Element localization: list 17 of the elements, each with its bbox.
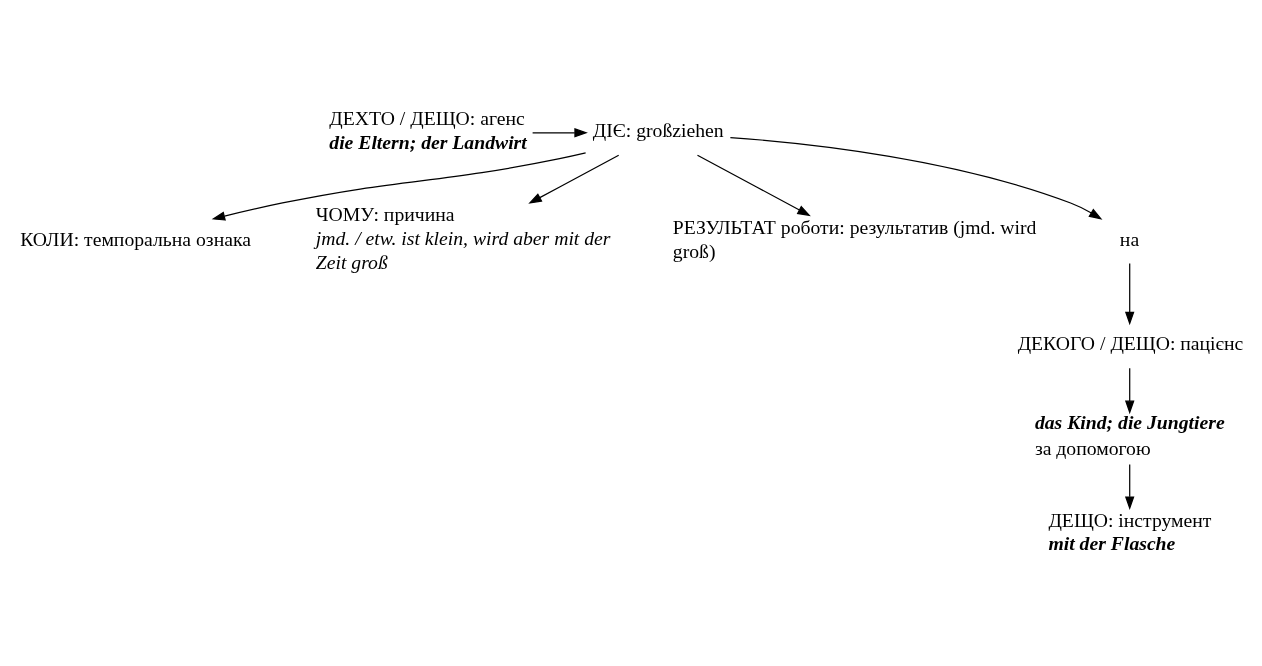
arrow xyxy=(528,154,620,204)
node-text: РЕЗУЛЬТАТ роботи: результатив (jmd. wird groß) xyxy=(672,215,1037,262)
node-text: ДІЄ: großziehen xyxy=(592,118,724,141)
node-text: на xyxy=(1119,227,1140,250)
node-text: ЧОМУ: причина jmd. / etw. ist klein, wird aber mit der Zeit groß xyxy=(315,202,611,273)
arrow xyxy=(532,127,588,138)
node-text: КОЛИ: темпоральна ознака xyxy=(20,227,251,250)
arrow xyxy=(211,151,587,221)
arrow xyxy=(1124,262,1135,325)
arrow xyxy=(1124,367,1135,414)
arrow xyxy=(1124,463,1135,510)
node-text: ДЕХТО / ДЕЩО: агенс die Eltern; der Landwirt xyxy=(329,106,527,153)
node-text: ДЕКОГО / ДЕЩО: пацієнс xyxy=(1017,331,1244,354)
arrow xyxy=(696,154,811,216)
node-text: ДЕЩО: інструмент mit der Flasche xyxy=(1048,508,1212,554)
arrow xyxy=(729,136,1103,220)
node-text: das Kind; die Jungtiere за допомогою xyxy=(1034,410,1225,459)
